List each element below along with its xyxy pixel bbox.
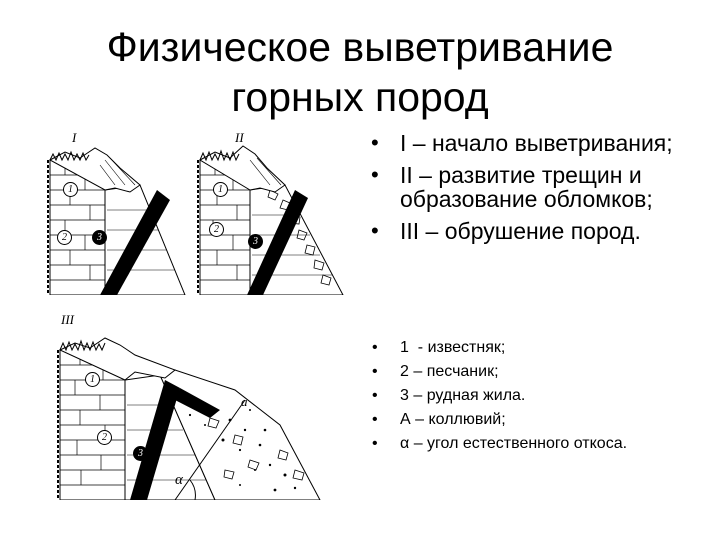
title-line-1: Физическое выветривание: [106, 24, 614, 70]
legend-item-3: 3 – рудная жила.: [367, 387, 707, 405]
title-line-2: горных пород: [231, 74, 489, 120]
stage-item-3: III – обрушение пород.: [367, 219, 707, 243]
figure-stage-3-marker-2: 2: [97, 430, 112, 445]
legend-item-2: 2 – песчаник;: [367, 363, 707, 381]
legend-item-4: А – коллювий;: [367, 411, 707, 429]
legend-item-5: α – угол естественного откоса.: [367, 435, 707, 453]
figure-stage-1-marker-1: 1: [63, 182, 78, 197]
figure-stage-1-label: I: [72, 130, 77, 145]
figure-stage-2-label: II: [235, 130, 244, 145]
figure-stage-1-marker-3: 3: [92, 230, 107, 245]
figure-stage-3-marker-1: 1: [85, 372, 100, 387]
figure-stage-2-drawing: [197, 145, 344, 295]
figure-stage-2-marker-2: 2: [209, 222, 224, 237]
stages-list: I – начало выветривания; II – развитие т…: [367, 131, 707, 251]
figure-stage-2: II 1 2 3: [195, 130, 350, 295]
stage-item-2: II – развитие трещин и образование облом…: [367, 163, 707, 211]
figure-stage-3-marker-3: 3: [133, 446, 148, 461]
figure-stage-2-marker-3: 3: [248, 234, 263, 249]
figure-stage-1-marker-2: 2: [57, 230, 72, 245]
legend-list: 1 - известняк; 2 – песчаник; 3 – рудная …: [367, 339, 707, 459]
figure-stage-1: I 1 2 3: [45, 130, 190, 295]
figure-stage-3-label-a: a: [241, 394, 248, 409]
figure-stage-3-label: III: [61, 312, 74, 327]
figure-stage-2-marker-1: 1: [213, 182, 228, 197]
figure-stage-3: III 1 2 3 a α: [45, 310, 330, 500]
stage-item-1: I – начало выветривания;: [367, 131, 707, 155]
legend-item-1: 1 - известняк;: [367, 339, 707, 357]
slide-title: Физическое выветривание горных пород: [40, 22, 680, 122]
figure-stage-3-drawing: [57, 337, 321, 500]
figure-stage-3-label-alpha: α: [175, 472, 183, 488]
figure-stage-1-drawing: [47, 147, 186, 295]
